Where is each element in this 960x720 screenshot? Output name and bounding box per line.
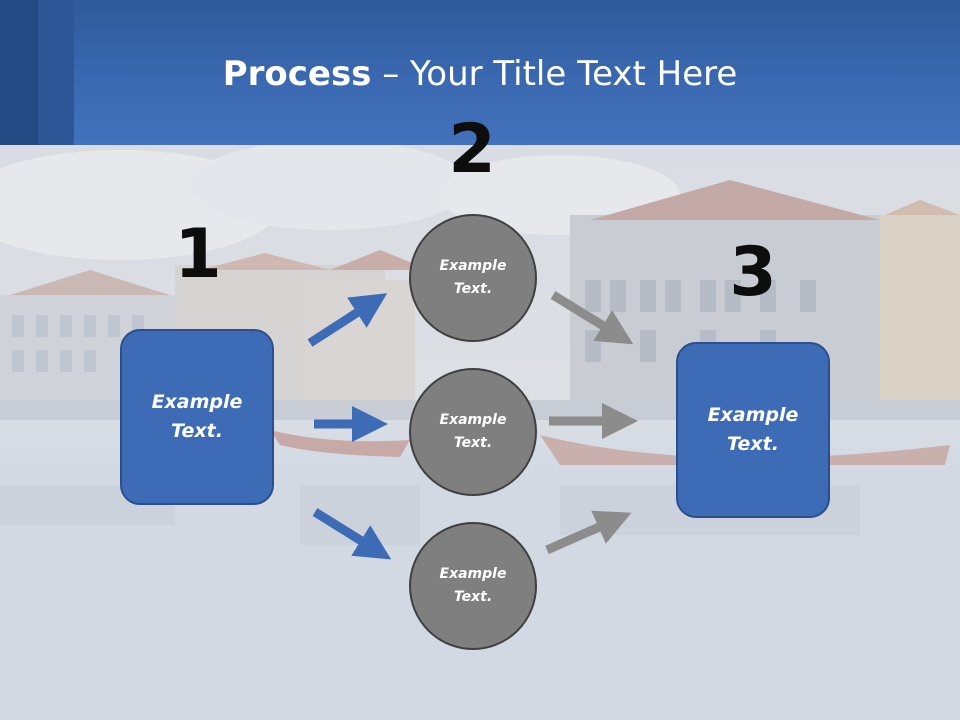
circle-bottom-text: Example Text.: [439, 566, 507, 605]
step-number-3: 3: [729, 233, 777, 312]
step-2-circle-top: Example Text.: [409, 214, 537, 342]
step-3-text: Example Text.: [707, 404, 799, 455]
harbor-scene: [0, 145, 960, 720]
arrow-blue-down: [312, 508, 392, 560]
arrow-blue-up: [307, 293, 388, 347]
circle-top-text: Example Text.: [439, 258, 507, 297]
header-accent-strip: [38, 0, 74, 145]
circle-middle-text: Example Text.: [439, 412, 507, 451]
header-accent-strip: [0, 0, 38, 145]
arrow-gray-up: [545, 510, 632, 555]
step-1-text: Example Text.: [151, 391, 243, 442]
step-1-box: Example Text.: [120, 329, 274, 505]
title-bold: Process: [222, 54, 372, 94]
title-bar: Process – Your Title Text Here: [0, 0, 960, 145]
step-number-1: 1: [174, 215, 222, 294]
step-3-box: Example Text.: [676, 342, 830, 518]
title-rest: – Your Title Text Here: [371, 54, 738, 94]
arrow-gray-down: [550, 291, 634, 345]
step-2-circle-middle: Example Text.: [409, 368, 537, 496]
step-number-2: 2: [448, 110, 496, 189]
step-2-circle-bottom: Example Text.: [409, 522, 537, 650]
slide-title: Process – Your Title Text Here: [0, 52, 960, 96]
